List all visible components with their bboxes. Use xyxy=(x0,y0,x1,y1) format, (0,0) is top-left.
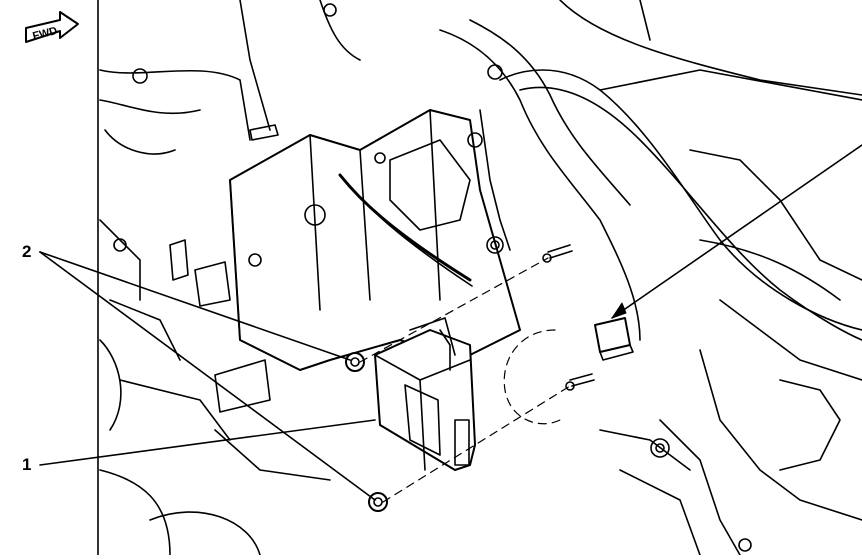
fwd-arrow-label: FWD xyxy=(31,25,58,43)
callout-leader-lines xyxy=(39,144,862,501)
forward-arrow-icon: FWD xyxy=(25,11,79,43)
callout-2-label: 2 xyxy=(22,242,32,261)
wiring-harness xyxy=(239,0,862,341)
module-nuts xyxy=(345,352,388,512)
dash-structure-left xyxy=(97,0,331,556)
arrow-head-icon xyxy=(611,302,627,319)
dash-structure-right xyxy=(599,149,862,556)
mounting-studs xyxy=(542,244,595,391)
callout-1-label: 1 xyxy=(22,455,32,474)
mounting-bracket xyxy=(229,109,521,371)
control-module xyxy=(374,317,476,471)
installation-guide-lines xyxy=(359,257,571,503)
electrical-connector xyxy=(594,317,634,361)
left-connectors xyxy=(169,239,271,413)
